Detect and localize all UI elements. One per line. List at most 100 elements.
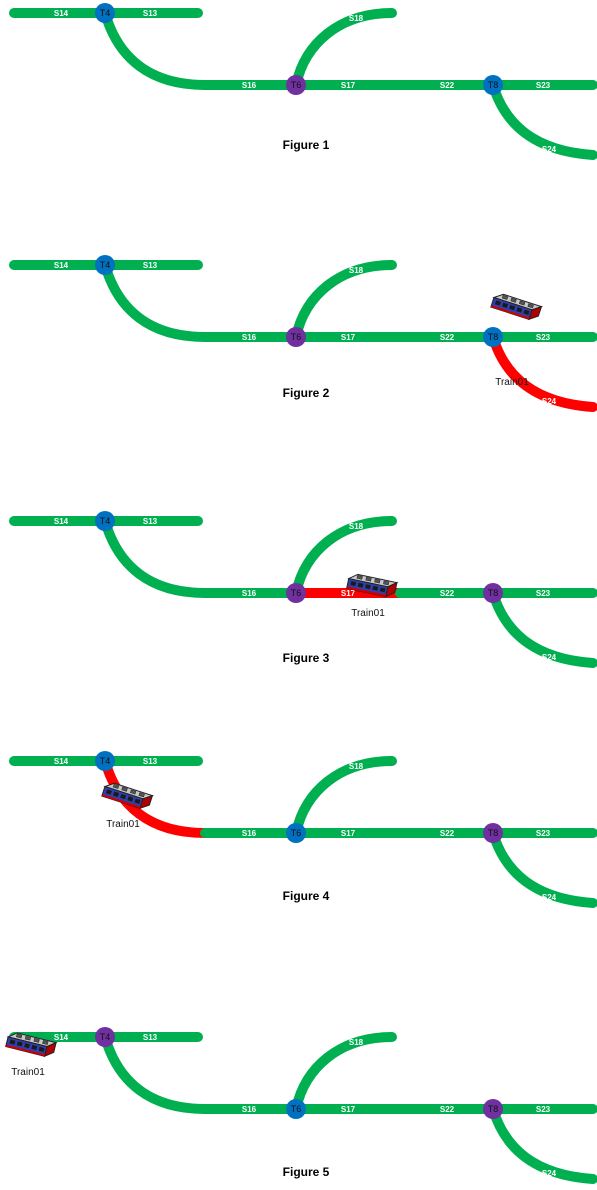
segment-label-s15: S15 [151,1084,166,1093]
segment-label-s15: S15 [151,60,166,69]
train-icon [490,293,544,321]
node-t4 [95,3,115,23]
train-label: Train01 [495,377,529,388]
train-icon [101,782,155,810]
segment-label-s24: S24 [542,145,557,154]
segment-label-s24: S24 [542,397,557,406]
segment-s15 [100,260,210,342]
node-label-t8: T8 [488,332,499,342]
segment-label-s13: S13 [143,9,158,18]
segment-label-s16: S16 [242,1105,257,1114]
segment-s24 [488,588,597,668]
node-t8 [483,75,503,95]
segment-label-s23: S23 [536,589,551,598]
node-t6 [286,823,306,843]
segment-s18 [291,1032,397,1114]
segment-s15 [100,8,210,90]
segment-s18 [291,8,397,90]
segment-label-s16: S16 [242,589,257,598]
node-label-t6: T6 [291,828,302,838]
segment-label-s18: S18 [349,1038,364,1047]
node-label-t8: T8 [488,1104,499,1114]
segment-label-s17: S17 [341,333,356,342]
segment-s15 [100,516,210,598]
segment-label-s16: S16 [242,81,257,90]
segment-label-s18: S18 [349,14,364,23]
segment-label-s17: S17 [341,589,356,598]
node-label-t8: T8 [488,588,499,598]
segment-label-s23: S23 [536,81,551,90]
node-t4 [95,751,115,771]
segment-label-s18: S18 [349,266,364,275]
segment-label-s14: S14 [54,517,69,526]
segment-label-s18: S18 [349,522,364,531]
segment-label-s24: S24 [542,893,557,902]
node-t6 [286,75,306,95]
segment-label-s24: S24 [542,1169,557,1178]
segment-label-s22: S22 [440,81,455,90]
train-label: Train01 [351,608,385,619]
segment-s15 [100,756,210,838]
segment-label-s13: S13 [143,757,158,766]
figure-caption-2: Figure 2 [283,386,330,400]
segment-label-s18: S18 [349,762,364,771]
segment-label-s16: S16 [242,829,257,838]
segment-label-s24: S24 [542,653,557,662]
segment-s24 [488,80,597,160]
segment-label-s15: S15 [151,568,166,577]
segment-label-s23: S23 [536,1105,551,1114]
segment-s18 [291,516,397,598]
node-t6 [286,1099,306,1119]
node-t8 [483,1099,503,1119]
node-t4 [95,1027,115,1047]
node-label-t4: T4 [100,8,111,18]
segment-label-s23: S23 [536,829,551,838]
node-t4 [95,255,115,275]
node-t8 [483,327,503,347]
figure-caption-3: Figure 3 [283,651,330,665]
segment-label-s14: S14 [54,757,69,766]
train-icon [346,573,399,598]
segment-label-s22: S22 [440,1105,455,1114]
segment-label-s17: S17 [341,1105,356,1114]
segment-label-s14: S14 [54,9,69,18]
segment-label-s14: S14 [54,1033,69,1042]
segment-label-s17: S17 [341,829,356,838]
segment-label-s23: S23 [536,333,551,342]
segment-s24 [488,332,597,412]
segment-label-s13: S13 [143,517,158,526]
node-label-t4: T4 [100,516,111,526]
node-label-t4: T4 [100,1032,111,1042]
segment-s18 [291,260,397,342]
segment-label-s17: S17 [341,81,356,90]
segment-label-s15: S15 [151,312,166,321]
figure-caption-5: Figure 5 [283,1165,330,1179]
node-t6 [286,327,306,347]
train-label: Train01 [106,819,140,830]
node-label-t4: T4 [100,260,111,270]
segment-s24 [488,1104,597,1184]
node-label-t6: T6 [291,588,302,598]
node-label-t8: T8 [488,80,499,90]
node-t4 [95,511,115,531]
node-label-t6: T6 [291,332,302,342]
node-label-t4: T4 [100,756,111,766]
segment-label-s15: S15 [151,808,166,817]
segment-label-s14: S14 [54,261,69,270]
segment-label-s22: S22 [440,333,455,342]
node-t8 [483,823,503,843]
figure-caption-1: Figure 1 [283,138,330,152]
node-t6 [286,583,306,603]
segment-label-s13: S13 [143,1033,158,1042]
node-label-t6: T6 [291,80,302,90]
segment-label-s16: S16 [242,333,257,342]
train-label: Train01 [11,1067,45,1078]
node-t8 [483,583,503,603]
node-label-t8: T8 [488,828,499,838]
